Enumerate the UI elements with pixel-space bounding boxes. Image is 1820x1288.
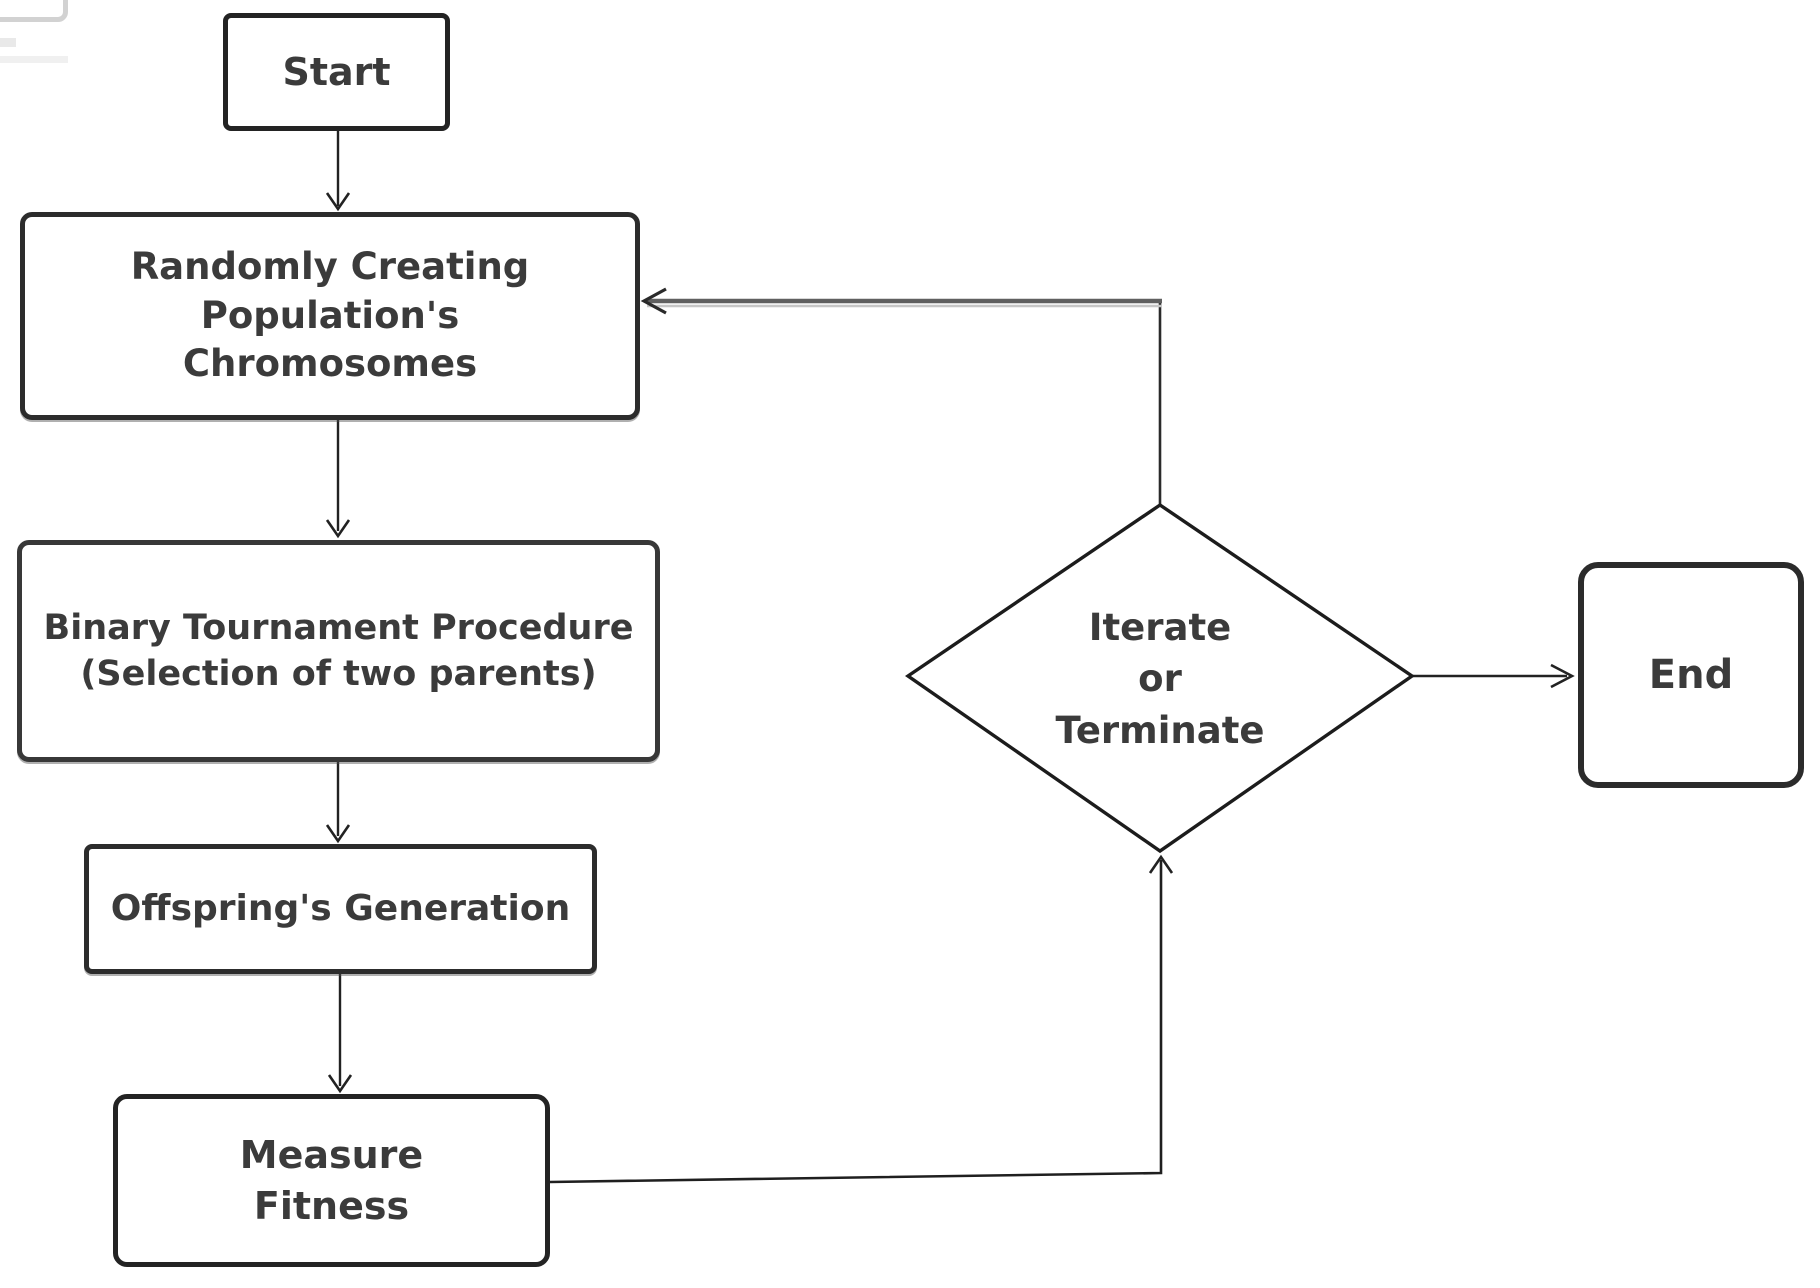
node-end: End [1578,562,1804,788]
node-binary-tournament: Binary Tournament Procedure (Selection o… [17,540,660,762]
screen-edge-artifact-bar [0,56,68,63]
node-iterate-or-terminate-label: Iterate or Terminate [1055,606,1265,752]
arrowhead-up-decision [1148,854,1174,874]
node-measure-fitness-label: Measure Fitness [239,1133,424,1228]
arrowhead-down-binary [325,519,351,539]
decision-diamond-shape [904,502,1416,854]
node-binary-tournament-label: Binary Tournament Procedure (Selection o… [43,607,634,694]
node-start-label: Start [282,49,391,94]
node-offspring-generation: Offspring's Generation [84,844,597,974]
node-end-label: End [1648,651,1734,698]
arrowhead-down-create [325,192,351,212]
node-measure-fitness: Measure Fitness [113,1094,550,1267]
node-offspring-generation-label: Offspring's Generation [110,888,571,930]
node-create-population-label: Randomly Creating Population's Chromosom… [130,244,530,386]
edge-measure-to-decision [549,860,1163,1184]
screen-edge-artifact [0,0,68,22]
node-iterate-or-terminate: Iterate or Terminate [960,600,1360,758]
node-create-population: Randomly Creating Population's Chromosom… [20,212,640,420]
arrowhead-right-end [1550,663,1575,689]
screen-edge-artifact-bar [0,38,16,47]
arrowhead-down-measure [327,1074,353,1094]
arrowhead-left-create [640,287,667,315]
node-start: Start [223,13,450,131]
arrowhead-down-offspring [325,824,351,844]
